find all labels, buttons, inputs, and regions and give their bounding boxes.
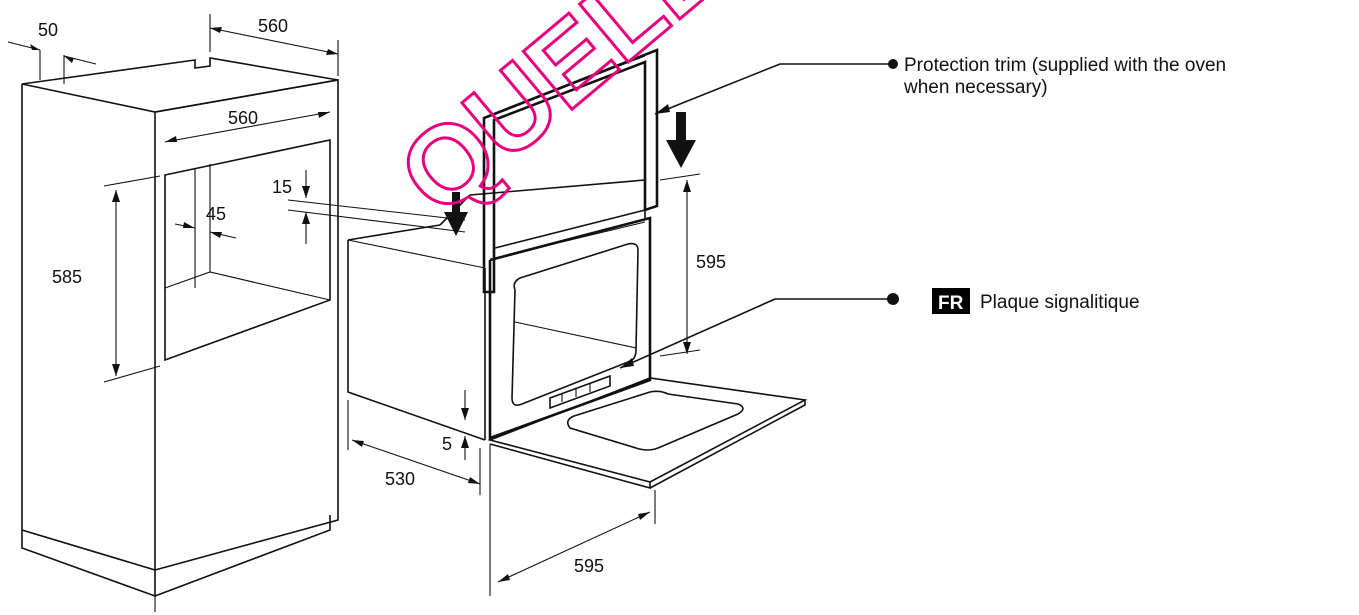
dim-50: 50 (7, 20, 97, 84)
protection-trim-line2: when necessary) (903, 77, 1048, 98)
dim-595-width-label: 595 (574, 556, 604, 576)
dim-530: 530 (347, 400, 481, 495)
dim-50-label: 50 (38, 20, 58, 40)
protection-trim-callout: Protection trim (supplied with the oven … (654, 55, 1226, 115)
dim-560-inner: 560 (164, 108, 331, 143)
fr-badge (932, 288, 970, 314)
callout-dot-icon (887, 293, 899, 305)
callout-dot-icon (888, 59, 898, 69)
cabinet (21, 57, 339, 612)
dim-560-inner-label: 560 (228, 108, 258, 128)
dim-585-label: 585 (52, 267, 82, 287)
dim-15: 15 (272, 170, 466, 244)
watermark: QUELLE (376, 0, 797, 238)
dim-5: 5 (442, 390, 469, 460)
dim-595-height-label: 595 (696, 252, 726, 272)
dim-595-height: 595 (659, 173, 726, 357)
plaque-callout: FR Plaque signalitique (619, 288, 1140, 369)
dim-585: 585 (52, 175, 161, 383)
plaque-label: Plaque signalitique (980, 292, 1140, 313)
protection-trim-line1: Protection trim (supplied with the oven (904, 55, 1226, 76)
dim-5-label: 5 (442, 434, 452, 454)
dim-15-label: 15 (272, 177, 292, 197)
dim-45: 45 (174, 204, 237, 239)
dim-45-label: 45 (206, 204, 226, 224)
dim-560-top: 560 (209, 14, 339, 76)
dim-595-width: 595 (489, 444, 656, 596)
dim-530-label: 530 (385, 469, 415, 489)
dim-560-top-label: 560 (258, 16, 288, 36)
fr-badge-label: FR (938, 293, 964, 314)
